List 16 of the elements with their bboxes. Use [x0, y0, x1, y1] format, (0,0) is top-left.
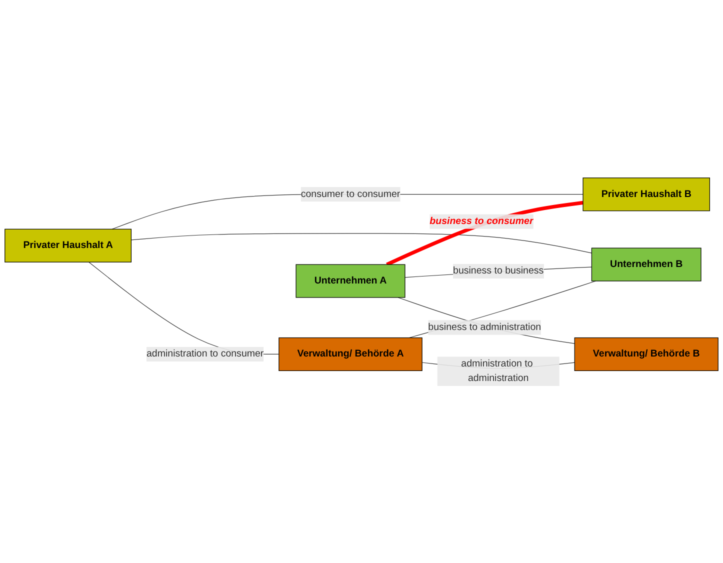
connector [386, 200, 584, 266]
edge-label: business to business [453, 265, 544, 276]
node-box: Privater Haushalt A [4, 228, 132, 262]
node-box: Privater Haushalt B [582, 177, 710, 211]
node-box: Unternehmen A [296, 264, 406, 298]
node-box: Verwaltung/ Behörde B [574, 337, 718, 371]
connector [112, 194, 584, 230]
connector [398, 296, 575, 344]
edge-label: administration to consumer [146, 348, 264, 359]
edge-label: consumer to consumer [300, 188, 400, 199]
edge-label: business to consumer [430, 216, 534, 226]
connector [130, 232, 592, 253]
edge-label: business to administration [428, 322, 542, 332]
edge-label: administration to administration [461, 358, 533, 384]
node-box: Unternehmen B [591, 247, 702, 281]
node-box: Verwaltung/ Behörde A [278, 337, 422, 371]
